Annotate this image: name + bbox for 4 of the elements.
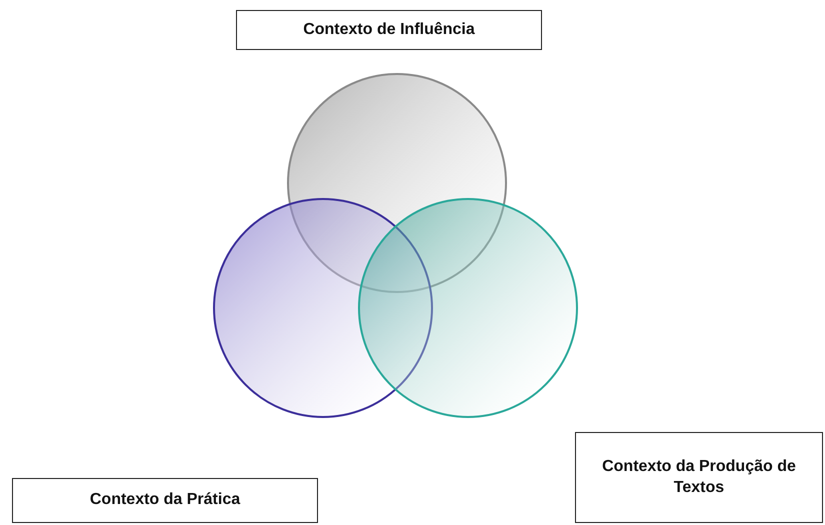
context-box: Contexto da Prática	[12, 478, 318, 523]
context-box: Contexto da Produção de Textos	[575, 432, 823, 523]
circle	[358, 198, 578, 418]
context-box: Contexto de Influência	[236, 10, 542, 50]
